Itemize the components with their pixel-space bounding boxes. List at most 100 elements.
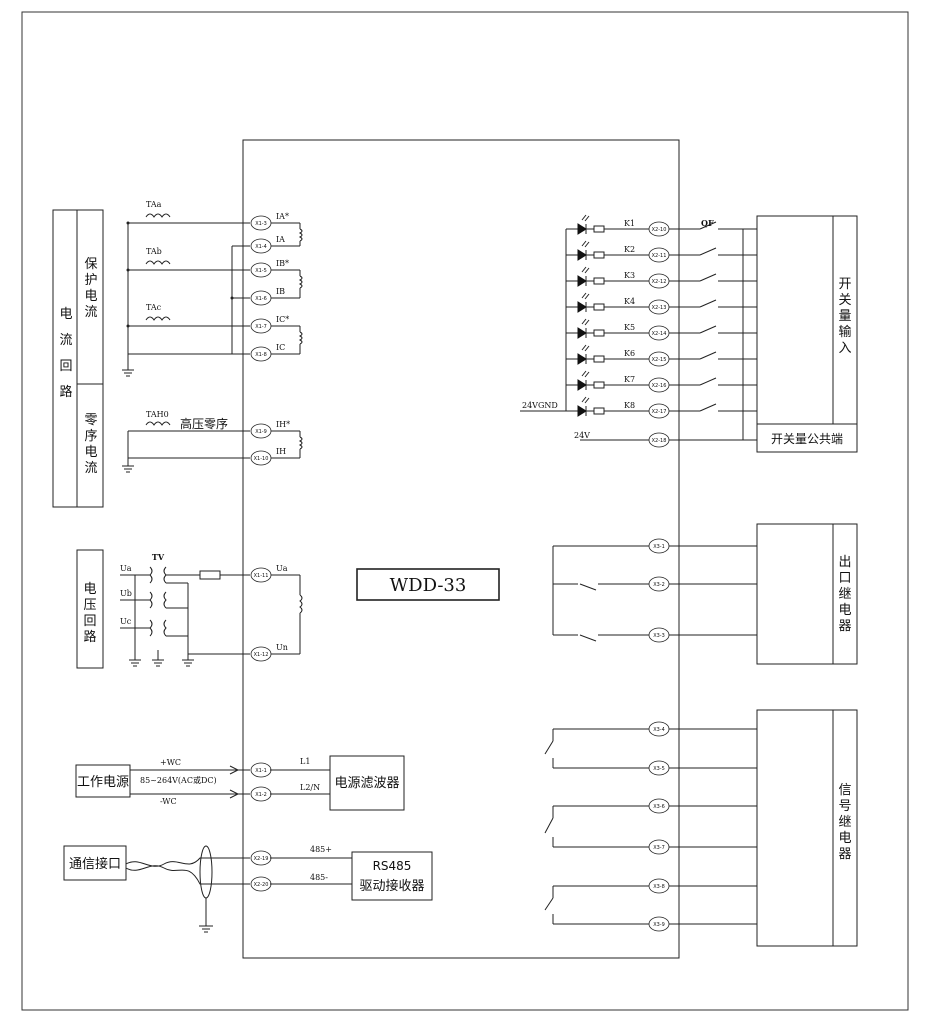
outer-frame <box>21 11 909 1011</box>
opto-diode-icon <box>577 223 587 235</box>
power-supply-label: 工作电源 <box>77 775 129 790</box>
relay-contact-icon <box>579 634 597 642</box>
current-terminal-name-7: IH <box>276 447 286 456</box>
power-filter-label: 电源滤波器 <box>334 776 399 791</box>
switch-contact-icon <box>699 299 717 308</box>
current-terminal-name-0: IA* <box>276 212 289 221</box>
ct-name-0: TAa <box>146 200 162 209</box>
voltage-fuse-icon <box>199 570 221 580</box>
vertical-char: 继 <box>838 815 851 830</box>
tv-primary-coil-icon <box>149 566 153 584</box>
ct-coil-icon-1 <box>145 260 171 265</box>
switch-input-k-label: K1 <box>624 219 635 228</box>
switch-contact-icon <box>699 221 717 230</box>
internal-coil-icon <box>298 275 303 289</box>
switch-input-terminal-code: X2-17 <box>652 409 667 415</box>
power-filter-box <box>329 755 405 811</box>
led-emission-icon <box>581 266 590 274</box>
comm-terminal-0-code: X2-19 <box>254 856 269 862</box>
led-emission-icon <box>581 318 590 326</box>
voltage-terminal-name-1: Un <box>276 643 288 652</box>
switch-contact-icon <box>699 247 717 256</box>
opto-diode-icon <box>577 327 587 339</box>
comm-box <box>63 845 127 881</box>
comm-twisted-pair-a <box>125 857 250 867</box>
tv-label: TV <box>152 552 165 562</box>
switch-input-terminal-code: X2-10 <box>652 227 667 233</box>
vertical-char: 路 <box>83 629 96 645</box>
vertical-char: 口 <box>838 571 851 586</box>
ct-name-1: TAb <box>146 247 162 256</box>
current-terminal-5-code: X1-8 <box>255 352 267 358</box>
voltage-terminal-1-code: X1-12 <box>254 652 269 658</box>
signal-contact-icon <box>544 817 554 834</box>
power-l2-label: L2/N <box>300 783 320 792</box>
signal-relay-terminal-2-code: X3-6 <box>653 804 665 810</box>
input-resistor-icon <box>593 355 605 363</box>
switch-input-k-label: K5 <box>624 323 635 332</box>
power-terminal-1-code: X1-2 <box>255 792 267 798</box>
vertical-char: 流 <box>59 333 72 348</box>
power-terminal-1 <box>250 786 272 802</box>
ct-ground-icon <box>122 366 134 377</box>
led-emission-icon <box>581 240 590 248</box>
current-terminal-name-4: IC* <box>276 315 289 324</box>
voltage-phase-label-1: Ub <box>120 589 132 598</box>
output-relay-terminal-code: X3-2 <box>653 582 665 588</box>
internal-coil-icon <box>298 436 303 450</box>
comm-terminal-0 <box>250 850 272 866</box>
tv-ground-icon-1 <box>129 656 141 667</box>
switch-input-terminal-code: X2-14 <box>652 331 667 337</box>
led-emission-icon <box>581 396 590 404</box>
switch-contact-icon <box>699 325 717 334</box>
switch-input-k-label: K8 <box>624 401 635 410</box>
internal-coil-icon <box>298 228 303 242</box>
power-range-label: 85~264V(AC或DC) <box>140 775 217 785</box>
comm-label: 通信接口 <box>69 856 121 872</box>
switch-input-k-label: K4 <box>624 297 635 306</box>
vertical-char: 压 <box>83 598 96 613</box>
comm-485minus-label: 485- <box>310 873 328 882</box>
led-emission-icon <box>581 344 590 352</box>
vertical-char: 电 <box>84 289 97 304</box>
internal-coil-icon <box>298 331 303 345</box>
switch-input-k-label: K6 <box>624 349 635 358</box>
v24-label: 24V <box>574 431 590 440</box>
vertical-char: 输 <box>838 324 851 340</box>
power-supply-box <box>75 764 131 798</box>
vertical-char: 流 <box>84 461 97 476</box>
switch-input-terminal-code: X2-16 <box>652 383 667 389</box>
switch-contact-icon <box>699 403 717 412</box>
junction-dot <box>230 296 234 300</box>
switch-input-title-box <box>832 215 858 425</box>
tv-ground-icon-2 <box>152 656 164 667</box>
vertical-char: 流 <box>84 305 97 320</box>
current-terminal-1-code: X1-4 <box>255 244 267 250</box>
switch-input-k-label: K7 <box>624 375 635 384</box>
switch-input-terminal-code: X2-12 <box>652 279 667 285</box>
relay-contact-icon <box>579 583 597 591</box>
rs485-box <box>351 851 433 901</box>
comm-twisted-pair-b <box>125 865 250 885</box>
vertical-char: 路 <box>59 384 72 400</box>
vertical-char: 电 <box>59 307 72 322</box>
vertical-char: 保 <box>84 257 97 272</box>
current-circuit-outer-box <box>52 209 104 508</box>
tv-secondary-coil-icon <box>163 566 167 584</box>
input-resistor-icon <box>593 329 605 337</box>
gnd-24v-label: 24VGND <box>522 401 558 410</box>
input-resistor-icon <box>593 251 605 259</box>
zero-ct-coil-icon <box>145 421 171 426</box>
ct-coil-icon-0 <box>145 213 171 218</box>
voltage-terminal-0-code: X1-11 <box>254 573 269 579</box>
vertical-char: 回 <box>83 614 96 629</box>
vertical-char: 出 <box>838 555 851 570</box>
switch-common-box <box>756 423 858 453</box>
